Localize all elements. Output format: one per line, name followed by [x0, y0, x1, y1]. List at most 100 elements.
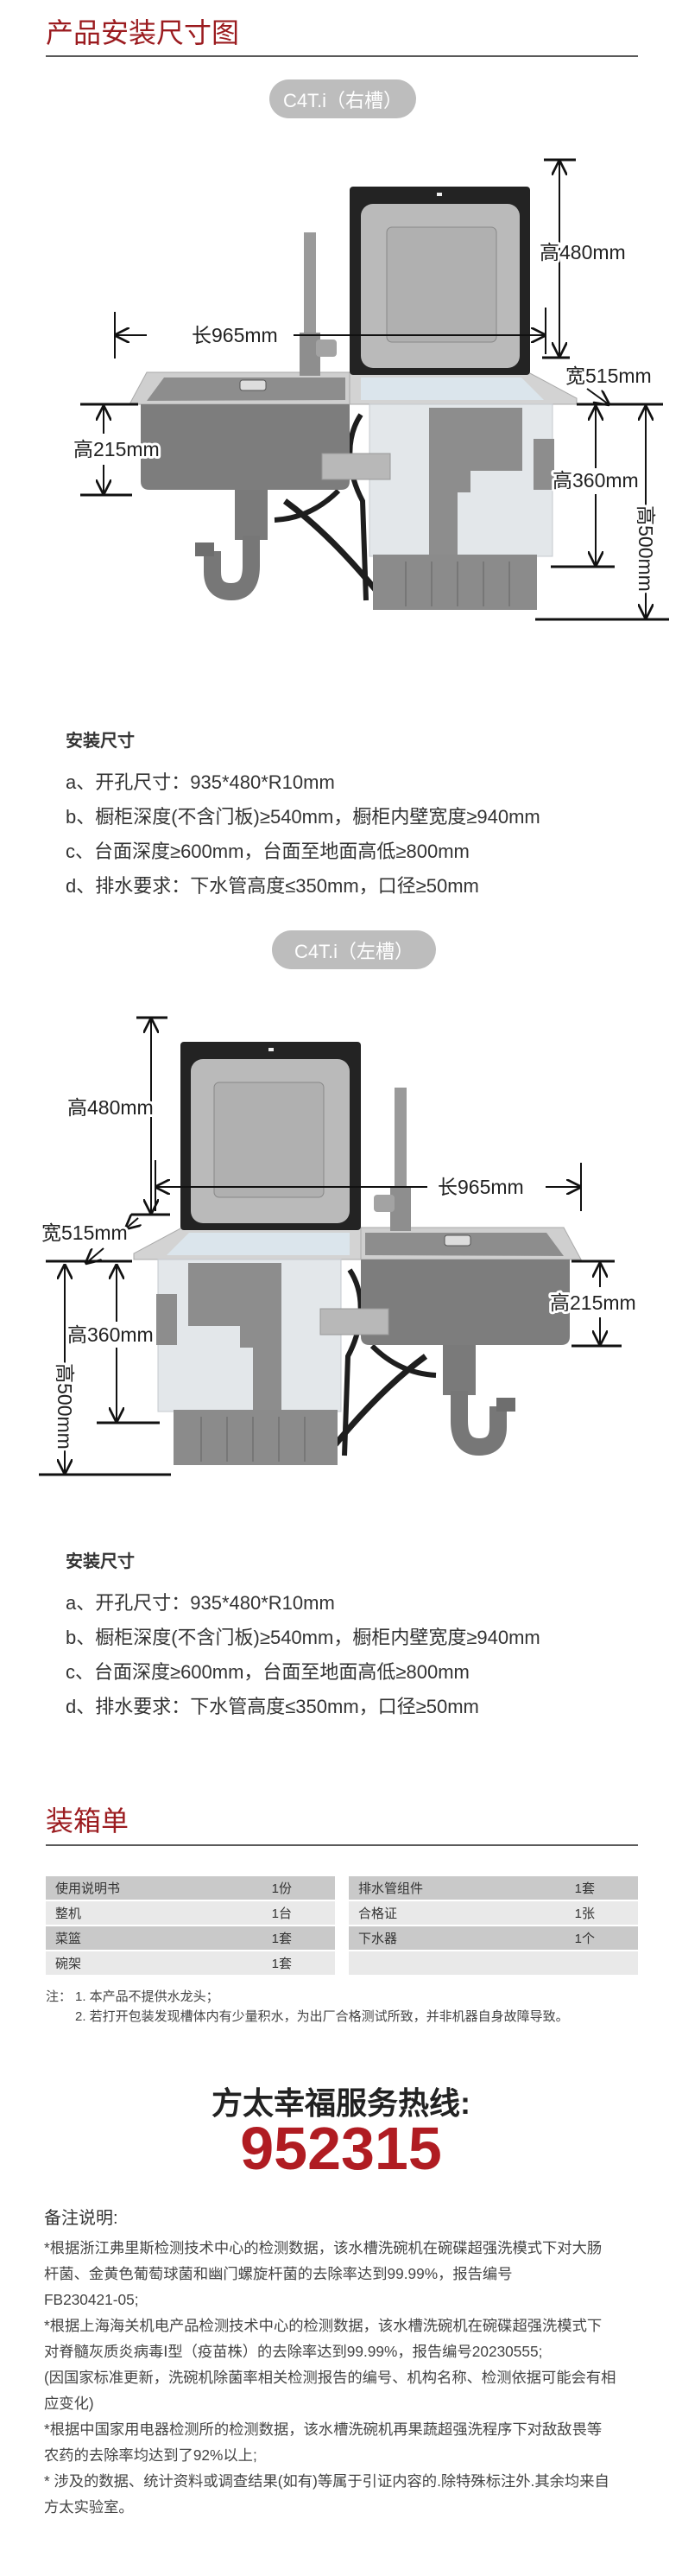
dishwasher-base [373, 555, 537, 610]
packing-row: 碗架 1套 [46, 1951, 335, 1975]
body-panel [429, 408, 522, 572]
packing-item: 使用说明书 [55, 1881, 121, 1896]
packing-row: 排水管组件 1套 [349, 1876, 638, 1900]
hotline-label: 方太幸福服务热线: [212, 2085, 470, 2121]
dim-lid-height: 高480mm [540, 241, 626, 263]
lid-inner-panel [386, 226, 497, 343]
drain-hose [324, 1354, 428, 1458]
packing-note: 2. 若打开包装发现槽体内有少量积水，为出厂合格测试所致，并非机器自身故障导致。 [75, 2009, 569, 2024]
body-panel [188, 1263, 281, 1427]
spec-item: c、台面深度≥600mm，台面至地面高低≥800mm [66, 1661, 470, 1683]
packing-row: 菜篮 1套 [46, 1926, 335, 1950]
spec-item: b、橱柜深度(不含门板)≥540mm，橱柜内壁宽度≥940mm [66, 806, 540, 828]
trap-outlet [496, 1398, 515, 1412]
remark-line: 应变化) [44, 2395, 94, 2412]
spec-item: b、橱柜深度(不含门板)≥540mm，橱柜内壁宽度≥940mm [66, 1627, 540, 1648]
packing-qty: 1个 [574, 1932, 595, 1946]
lid-inner-panel [213, 1082, 325, 1198]
remark-line: * 涉及的数据、统计资料或调查结果(如有)等属于引证内容的.除特殊标注外.其余均… [44, 2472, 609, 2490]
dishwasher-tub [361, 378, 544, 400]
packing-row: 合格证 1张 [349, 1901, 638, 1925]
remark-line: 农药的去除率均达到了92%以上; [44, 2446, 257, 2464]
dim-width: 宽515mm [565, 365, 652, 387]
packing-table-right: 排水管组件 1套合格证 1张下水器 1个 [349, 1876, 638, 1976]
packing-section-title: 装箱单 [46, 1805, 129, 1837]
faucet-stem [395, 1088, 407, 1217]
packing-item: 下水器 [358, 1932, 398, 1946]
mount-bracket [319, 1308, 389, 1336]
p-trap [204, 536, 260, 601]
dim-lid-height: 高480mm [67, 1096, 154, 1119]
dimension-lines [39, 1016, 622, 1476]
install-section-title: 产品安装尺寸图 [46, 17, 240, 48]
overflow-plate [239, 379, 267, 391]
packing-qty: 1套 [271, 1932, 292, 1946]
remark-line: *根据上海海关机电产品检测技术中心的检测数据，该水槽洗碗机在碗碟超强洗模式下 [44, 2317, 603, 2334]
dim-body-height: 高360mm [67, 1323, 154, 1346]
packing-note: 1. 本产品不提供水龙头； [75, 1989, 219, 2004]
dim-body-height: 高360mm [553, 469, 639, 492]
dim-total-height: 高500mm [635, 505, 657, 592]
spec-item: d、排水要求：下水管高度≤350mm，口径≥50mm [66, 1696, 479, 1717]
dim-sink-depth: 高215mm [550, 1291, 636, 1314]
remark-line: 杆菌、金黄色葡萄球菌和幽门螺旋杆菌的去除率达到99.99%，报告编号 [44, 2265, 513, 2282]
spec-heading: 安装尺寸 [66, 732, 135, 751]
hotline-number: 952315 [240, 2115, 442, 2182]
dimension-lines [80, 158, 669, 621]
drain-pipe [235, 488, 268, 540]
packing-row [349, 1951, 638, 1975]
packing-row: 整机 1台 [46, 1901, 335, 1925]
p-trap [451, 1391, 507, 1456]
dim-total-height: 高500mm [54, 1363, 76, 1450]
trap-outlet [195, 542, 214, 556]
spec-item: d、排水要求：下水管高度≤350mm，口径≥50mm [66, 875, 479, 897]
spec-heading: 安装尺寸 [66, 1552, 135, 1571]
inlet-hose [369, 1343, 437, 1378]
mount-bracket [321, 453, 391, 480]
remark-line: 对脊髓灰质炎病毒Ⅰ型（疫苗株）的去除率达到99.99%，报告编号20230555… [44, 2343, 543, 2360]
dim-length: 长965mm [192, 324, 278, 346]
dim-length: 长965mm [438, 1176, 524, 1198]
dishwasher-base [174, 1410, 338, 1465]
dim-width: 宽515mm [41, 1221, 128, 1244]
drain-pipe [443, 1343, 476, 1395]
packing-item: 合格证 [358, 1907, 398, 1921]
overflow-plate [444, 1234, 471, 1247]
section-divider [46, 55, 638, 57]
side-box [156, 1294, 177, 1345]
packing-item: 菜篮 [55, 1932, 82, 1946]
inlet-hose [274, 488, 341, 523]
side-box [534, 439, 554, 490]
product-illustration [129, 187, 578, 610]
lid-sensor [437, 193, 442, 196]
lid-sensor [268, 1048, 274, 1051]
spec-item: a、开孔尺寸：935*480*R10mm [66, 1592, 335, 1614]
packing-item: 排水管组件 [358, 1881, 424, 1896]
packing-qty: 1张 [574, 1907, 595, 1921]
remark-line: 方太实验室。 [44, 2498, 134, 2516]
packing-note-prefix: 注： [46, 1989, 73, 2004]
faucet-stem [304, 232, 316, 362]
remark-line: (因国家标准更新，洗碗机除菌率相关检测报告的编号、机构名称、检测依据可能会有相 [44, 2369, 616, 2386]
dishwasher-tub [167, 1233, 350, 1255]
packing-item: 碗架 [55, 1957, 82, 1971]
faucet-lever [374, 1195, 395, 1212]
packing-qty: 1套 [574, 1881, 595, 1896]
packing-qty: 1台 [271, 1907, 292, 1921]
spec-item: c、台面深度≥600mm，台面至地面高低≥800mm [66, 841, 470, 862]
section-divider [46, 1844, 638, 1846]
remarks-heading: 备注说明: [44, 2209, 118, 2228]
install-diagram-right-sink: 高480mm 长965mm 宽515mm 高215mm 高360mm 高500m… [71, 158, 669, 621]
model-label-pill: C4T.i（左槽） [272, 930, 436, 969]
packing-row: 下水器 1个 [349, 1926, 638, 1950]
packing-item: 整机 [55, 1907, 82, 1921]
remark-line: *根据浙江弗里斯检测技术中心的检测数据，该水槽洗碗机在碗碟超强洗模式下对大肠 [44, 2239, 603, 2256]
sink-bowl [141, 404, 350, 490]
model-label-pill: C4T.i（右槽） [269, 79, 416, 118]
packing-qty: 1套 [271, 1957, 292, 1971]
spec-item: a、开孔尺寸：935*480*R10mm [66, 771, 335, 793]
sink-bowl [361, 1259, 570, 1345]
dim-sink-depth: 高215mm [73, 438, 160, 460]
